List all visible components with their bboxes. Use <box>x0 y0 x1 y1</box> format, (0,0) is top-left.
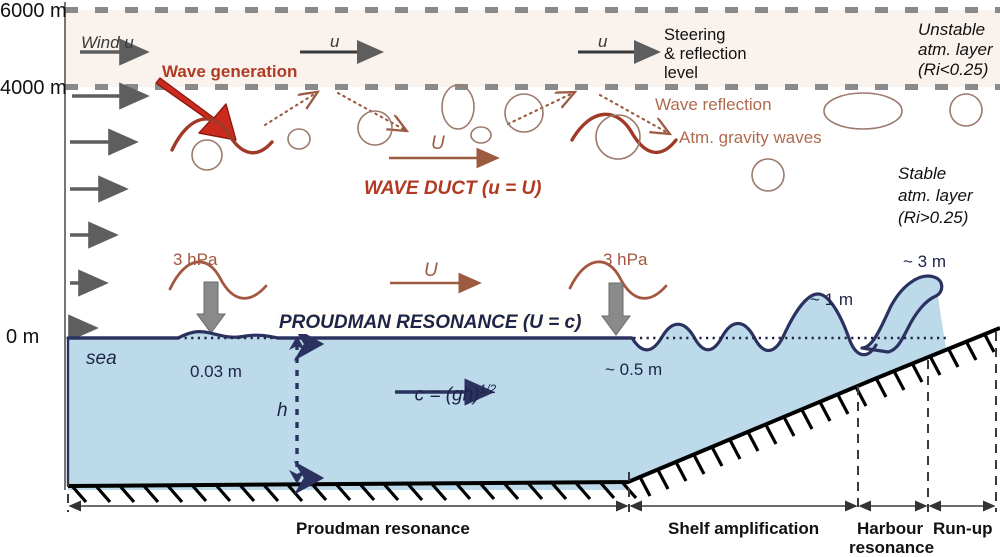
seabed-line <box>67 326 1000 488</box>
ocean-speed-label: U <box>424 260 438 281</box>
depth-arrowhead-bottom <box>289 470 305 484</box>
zone-label-harbour-line2: resonance <box>849 538 935 557</box>
flow-label-u2: u <box>598 32 608 51</box>
reflection-ray-up-1 <box>263 93 316 127</box>
reflection-ray-up-2 <box>506 93 573 126</box>
eddy-8 <box>823 92 903 130</box>
unstable-layer-label-line1: Unstable <box>918 20 986 39</box>
amplitude-initial-label: 0.03 m <box>190 362 242 381</box>
wave-speed-formula-main: c = (gh) <box>414 384 480 406</box>
eddy-4 <box>441 84 475 130</box>
wave-speed-formula: c = (gh)1/2 <box>404 362 497 406</box>
zone-label-shelf: Shelf amplification <box>668 519 820 538</box>
wave-reflection-label: Wave reflection <box>655 95 772 114</box>
pressure-wave-left <box>168 260 268 300</box>
stable-layer-label-line2: atm. layer <box>898 186 973 205</box>
altitude-tick-6000m: 6000 m <box>0 0 67 22</box>
wave-speed-formula-exponent: 1/2 <box>479 382 497 397</box>
depth-h-label: h <box>277 400 288 421</box>
depth-arrowhead-top <box>289 336 305 350</box>
eddy-2 <box>287 128 311 150</box>
water-under-slope-trim <box>628 330 1000 554</box>
altitude-tick-4000m: 4000 m <box>0 77 67 99</box>
atm-gravity-waves-label: Atm. gravity waves <box>679 128 822 147</box>
wind-label: Wind u <box>81 33 134 52</box>
pressure-right-label: 3 hPa <box>603 250 648 269</box>
stable-layer-label-line1: Stable <box>898 164 947 183</box>
seabed-group <box>67 326 1000 504</box>
amplitude-shelf-label: ~ 0.5 m <box>605 360 663 379</box>
zone-label-harbour-line1: Harbour <box>857 519 924 538</box>
eddy-5 <box>470 126 492 144</box>
wave-duct-label: WAVE DUCT (u = U) <box>364 178 542 199</box>
breaking-wave-body <box>860 274 944 354</box>
unstable-layer-label-line2: atm. layer <box>918 40 993 59</box>
eddy-7 <box>595 114 641 160</box>
reflection-ray-down-2 <box>598 93 668 133</box>
steering-level-label-line3: level <box>664 64 698 82</box>
pressure-push-arrows <box>196 281 631 336</box>
proudman-resonance-label: PROUDMAN RESONANCE (U = c) <box>275 311 586 335</box>
sea-label: sea <box>86 348 117 369</box>
eddy-1 <box>191 139 223 171</box>
steering-level-label-line1: Steering <box>664 26 726 44</box>
eddy-3 <box>357 110 393 146</box>
steering-level-label-line2: & reflection <box>664 45 747 63</box>
wave-generation-label: Wave generation <box>162 62 298 81</box>
eddy-10 <box>751 158 785 192</box>
unstable-layer-label-line3: (Ri<0.25) <box>918 60 989 79</box>
zone-label-runup: Run-up <box>933 519 993 538</box>
flow-label-u1: u <box>330 32 340 51</box>
push-arrow-left <box>196 281 226 334</box>
turbulence-eddies <box>191 84 983 192</box>
zone-label-proudman: Proudman resonance <box>296 519 470 538</box>
amplitude-three-label: ~ 3 m <box>903 252 946 271</box>
zone-dividers <box>67 332 997 512</box>
wind-arrows-group <box>68 38 150 342</box>
wave-generation-arrow <box>155 77 237 141</box>
pressure-wave-right <box>568 260 668 300</box>
atm-gravity-wave-right <box>570 112 678 155</box>
stable-layer-label-line3: (Ri>0.25) <box>898 208 969 227</box>
altitude-tick-0m: 0 m <box>6 326 40 348</box>
pressure-left-label: 3 hPa <box>173 250 218 269</box>
amplitude-one-label: ~ 1 m <box>810 290 853 309</box>
eddy-9 <box>949 93 983 127</box>
seabed-hatching <box>70 332 996 504</box>
atm-gravity-wave-left <box>170 117 274 155</box>
eddy-6 <box>504 93 544 133</box>
push-arrow-right <box>601 282 631 336</box>
wave-duct-speed-label: U <box>431 133 445 154</box>
unstable-layer-band <box>65 10 1000 87</box>
